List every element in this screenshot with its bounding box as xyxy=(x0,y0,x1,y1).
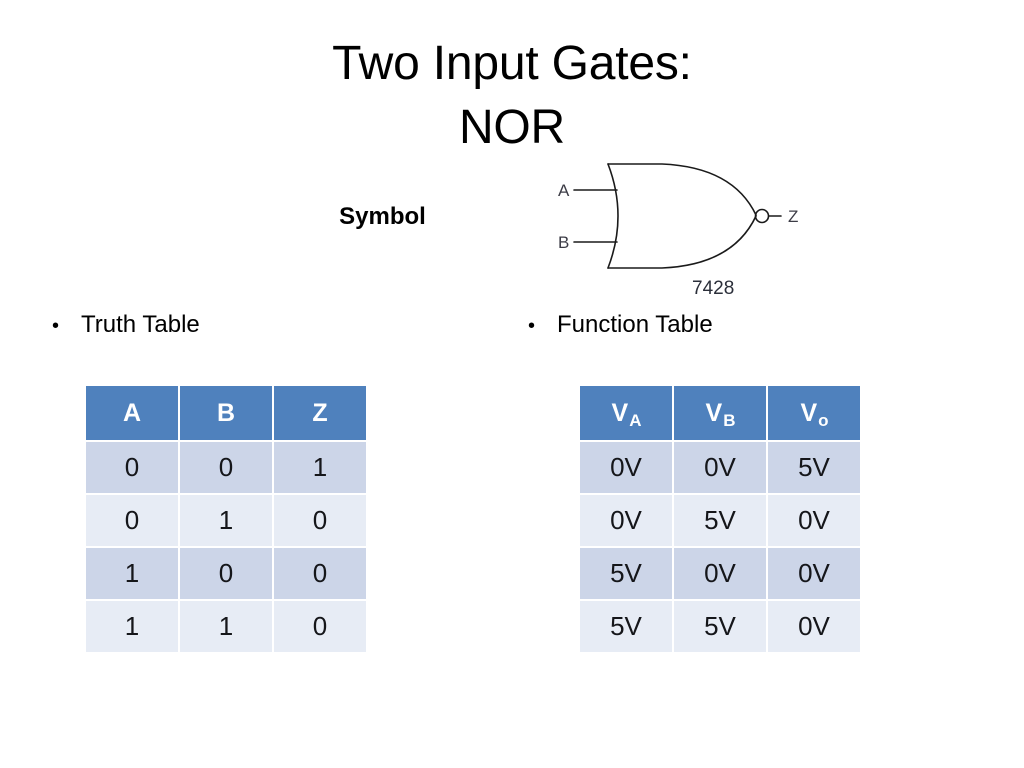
table-row: 0V 5V 0V xyxy=(580,495,860,546)
truth-table-header-b: B xyxy=(180,386,272,440)
function-cell-va: 5V xyxy=(580,548,672,599)
gate-output-z-label: Z xyxy=(788,207,798,226)
function-cell-vb: 0V xyxy=(674,442,766,493)
page-title-line-2: NOR xyxy=(458,101,566,154)
truth-cell-z: 0 xyxy=(274,495,366,546)
function-cell-vo: 0V xyxy=(768,548,860,599)
function-cell-vo: 0V xyxy=(768,601,860,652)
truth-cell-a: 1 xyxy=(86,548,178,599)
truth-cell-b: 0 xyxy=(180,548,272,599)
header-main: V xyxy=(705,398,723,427)
nor-gate-figure: A B Z 7428 xyxy=(540,150,820,305)
symbol-caption: Symbol xyxy=(339,203,426,230)
truth-cell-a: 0 xyxy=(86,442,178,493)
truth-cell-a: 1 xyxy=(86,601,178,652)
function-cell-va: 0V xyxy=(580,442,672,493)
table-row: 5V 5V 0V xyxy=(580,601,860,652)
truth-cell-z: 0 xyxy=(274,548,366,599)
function-cell-vo: 0V xyxy=(768,495,860,546)
gate-body-left-concave xyxy=(607,163,619,269)
table-row: 1 1 0 xyxy=(86,601,366,652)
table-row: 0V 0V 5V xyxy=(580,442,860,493)
inversion-bubble-icon xyxy=(754,208,770,224)
truth-cell-z: 0 xyxy=(274,601,366,652)
header-main: V xyxy=(611,398,629,427)
gate-part-number: 7428 xyxy=(692,278,734,299)
function-table-header-vb: VB xyxy=(674,386,766,440)
header-sub: o xyxy=(818,410,829,430)
truth-table-header-z: Z xyxy=(274,386,366,440)
truth-cell-b: 0 xyxy=(180,442,272,493)
table-row: 5V 0V 0V xyxy=(580,548,860,599)
gate-body-top-curve xyxy=(607,163,757,216)
function-cell-vb: 5V xyxy=(674,495,766,546)
function-cell-va: 0V xyxy=(580,495,672,546)
header-sub: B xyxy=(723,410,736,430)
truth-cell-z: 1 xyxy=(274,442,366,493)
header-main: V xyxy=(800,398,818,427)
gate-body-bottom-curve xyxy=(607,215,757,269)
truth-cell-b: 1 xyxy=(180,495,272,546)
bullet-function-table-label: Function Table xyxy=(557,311,713,338)
table-row: 0 0 1 xyxy=(86,442,366,493)
truth-table-header-row: A B Z xyxy=(86,386,366,440)
gate-input-b-label: B xyxy=(558,233,569,252)
function-cell-va: 5V xyxy=(580,601,672,652)
bullet-function-table: • Function Table xyxy=(528,308,713,343)
function-table-header-row: VA VB Vo xyxy=(580,386,860,440)
page-title-line-1: Two Input Gates: xyxy=(332,37,692,90)
gate-input-a-label: A xyxy=(558,181,570,200)
function-table-header-va: VA xyxy=(580,386,672,440)
page-title: Two Input Gates: NOR xyxy=(0,32,1024,160)
function-cell-vb: 5V xyxy=(674,601,766,652)
header-sub: A xyxy=(629,410,642,430)
function-cell-vb: 0V xyxy=(674,548,766,599)
function-table: VA VB Vo 0V 0V 5V 0V 5V 0V 5V 0V 0V 5V 5… xyxy=(578,384,862,654)
truth-cell-b: 1 xyxy=(180,601,272,652)
truth-table-header-a: A xyxy=(86,386,178,440)
bullet-dot-icon: • xyxy=(52,315,60,337)
bullet-truth-table: • Truth Table xyxy=(52,308,200,343)
truth-table: A B Z 0 0 1 0 1 0 1 0 0 1 1 0 xyxy=(84,384,368,654)
function-cell-vo: 5V xyxy=(768,442,860,493)
function-table-header-vo: Vo xyxy=(768,386,860,440)
truth-cell-a: 0 xyxy=(86,495,178,546)
bullet-truth-table-label: Truth Table xyxy=(81,311,200,338)
bullet-dot-icon: • xyxy=(528,315,536,337)
table-row: 0 1 0 xyxy=(86,495,366,546)
table-row: 1 0 0 xyxy=(86,548,366,599)
